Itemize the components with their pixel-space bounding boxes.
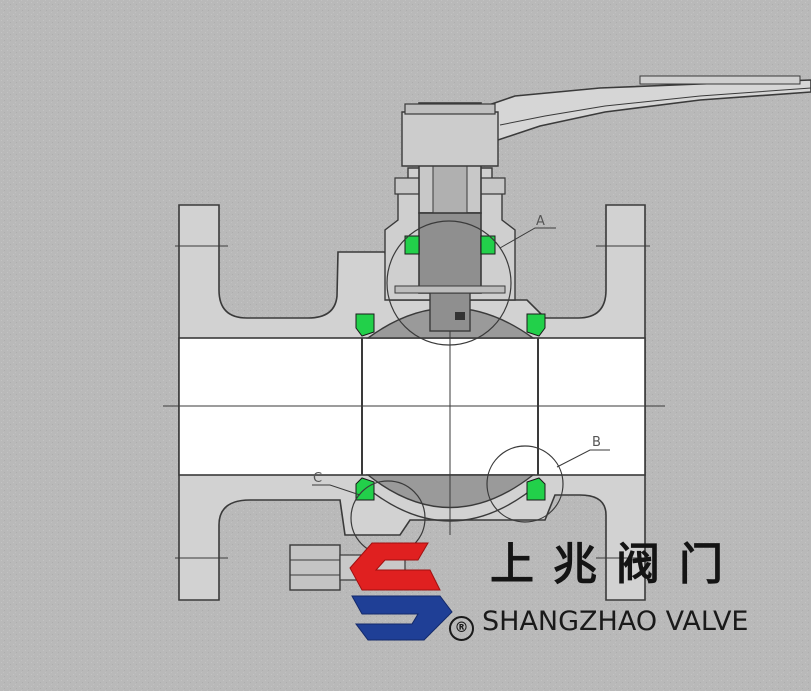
lever-inner-line [499, 87, 811, 126]
lever-nut [404, 103, 496, 115]
brand-logo-blue-shape [351, 595, 453, 641]
brand-logo [349, 542, 453, 641]
brand-name-chinese: 上兆阀门 [490, 539, 742, 590]
stem-pin [455, 312, 465, 320]
stem-seal-right [480, 235, 496, 255]
seat-upper-right [526, 313, 546, 337]
thrust-washer [394, 285, 506, 294]
stem-seal-left [404, 235, 420, 255]
body-bolt-head [289, 544, 341, 591]
callout-label-a: A [536, 214, 545, 229]
lever-stop [639, 75, 801, 85]
leader-line-b [556, 449, 610, 468]
registered-trademark-icon: ® [449, 616, 474, 641]
seat-lower-right [526, 477, 546, 501]
lever-hub [401, 111, 499, 167]
detail-circle-b [486, 445, 564, 523]
stem-lower [418, 212, 482, 294]
leader-line-c [312, 484, 361, 496]
detail-circle-a [386, 220, 512, 346]
leader-line-a [499, 227, 556, 249]
brand-logo-red-shape [349, 542, 441, 591]
callout-label-b: B [592, 435, 601, 450]
callout-label-c: C [313, 471, 322, 486]
brand-name-english: SHANGZHAO VALVE [482, 606, 749, 637]
seat-upper-left [355, 313, 375, 337]
